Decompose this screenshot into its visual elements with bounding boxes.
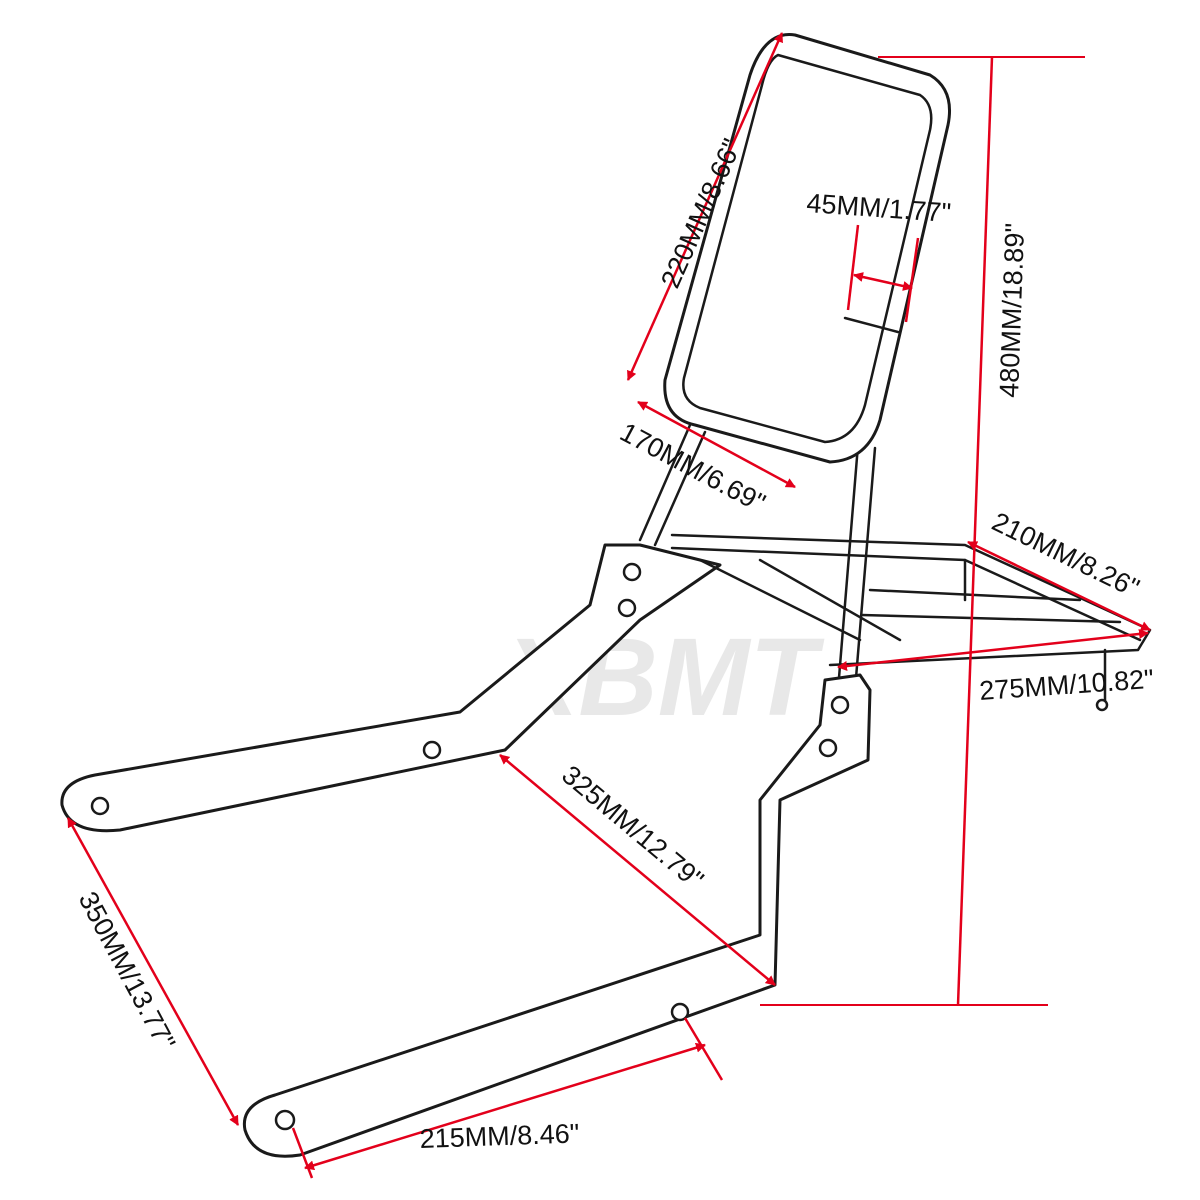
backrest-pad: [663, 33, 951, 464]
label-mount-spacing: 215MM/8.46": [419, 1118, 580, 1154]
label-side-bar-lower: 350MM/13.77": [73, 887, 181, 1055]
dim-line-side-bar-upper: [499, 754, 776, 986]
label-total-height: 480MM/18.89": [994, 223, 1030, 399]
dim-line-rack-length: [837, 629, 1149, 671]
bolt-head: [830, 695, 850, 715]
dim-line-pad-width: [637, 400, 796, 489]
dim-line-side-bar-lower: [66, 817, 240, 1126]
mount-hole: [422, 740, 442, 760]
mount-hole: [90, 796, 110, 816]
mount-hole: [274, 1109, 296, 1131]
bolt-head: [617, 598, 637, 618]
dim-line-rack-width: [967, 540, 1151, 632]
dim-line-mount-spacing: [304, 1042, 706, 1171]
mount-hole: [670, 1002, 690, 1022]
label-side-bar-upper: 325MM/12.79": [556, 760, 709, 895]
dim-line-pad-thickness: [853, 272, 913, 291]
label-rack-length: 275MM/10.82": [978, 664, 1154, 706]
bolt-head: [622, 562, 642, 582]
left-side-arm: [60, 543, 722, 833]
dim-tick: [846, 224, 860, 311]
dim-line-pad-height: [626, 32, 784, 381]
dim-line-total-height: [956, 56, 994, 1006]
bolt-head: [818, 738, 838, 758]
